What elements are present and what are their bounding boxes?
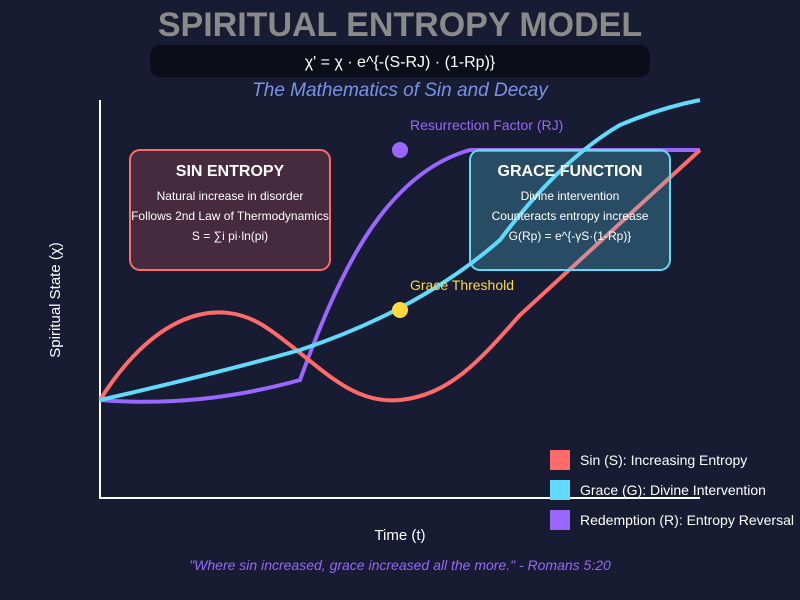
grace-box-line: Divine intervention xyxy=(521,189,620,203)
y-axis-label: Spiritual State (χ) xyxy=(47,242,64,357)
formula: χ' = χ · e^{-(S-RJ) · (1-Rp)} xyxy=(305,54,496,71)
grace-function-box: GRACE FUNCTION Divine intervention Count… xyxy=(469,149,671,271)
quote: "Where sin increased, grace increased al… xyxy=(189,557,611,573)
grace-threshold-label: Grace Threshold xyxy=(410,277,514,293)
grace-curve xyxy=(99,98,701,402)
sin-entropy-box: SIN ENTROPY Natural increase in disorder… xyxy=(129,149,331,271)
sin-box-line: S = ∑i pi·ln(pi) xyxy=(192,229,268,243)
title: SPIRITUAL ENTROPY MODEL xyxy=(158,6,642,44)
redemption-curve xyxy=(99,148,700,404)
legend-label: Grace (G): Divine Intervention xyxy=(580,482,766,498)
resurrection-label: Resurrection Factor (RJ) xyxy=(410,117,563,133)
grace-box-line: G(Rp) = e^{-γS·(1-Rp)} xyxy=(509,229,632,243)
legend-swatch-grace xyxy=(550,480,570,500)
grace-threshold-point xyxy=(392,302,408,318)
x-axis-label: Time (t) xyxy=(374,527,425,544)
legend-label: Redemption (R): Entropy Reversal xyxy=(580,512,794,528)
sin-curve xyxy=(98,148,702,403)
formula-banner xyxy=(150,45,650,77)
legend: Sin (S): Increasing Entropy Grace (G): D… xyxy=(550,450,794,530)
sin-box-line: Natural increase in disorder xyxy=(157,189,304,203)
grace-box-title: GRACE FUNCTION xyxy=(498,163,643,180)
legend-swatch-redemption xyxy=(550,510,570,530)
sin-box-line: Follows 2nd Law of Thermodynamics xyxy=(131,209,329,223)
resurrection-point xyxy=(392,142,408,158)
grace-box-line: Counteracts entropy increase xyxy=(492,209,649,223)
subtitle: The Mathematics of Sin and Decay xyxy=(252,80,549,101)
legend-label: Sin (S): Increasing Entropy xyxy=(580,452,747,468)
legend-swatch-sin xyxy=(550,450,570,470)
sin-box-title: SIN ENTROPY xyxy=(176,163,285,180)
